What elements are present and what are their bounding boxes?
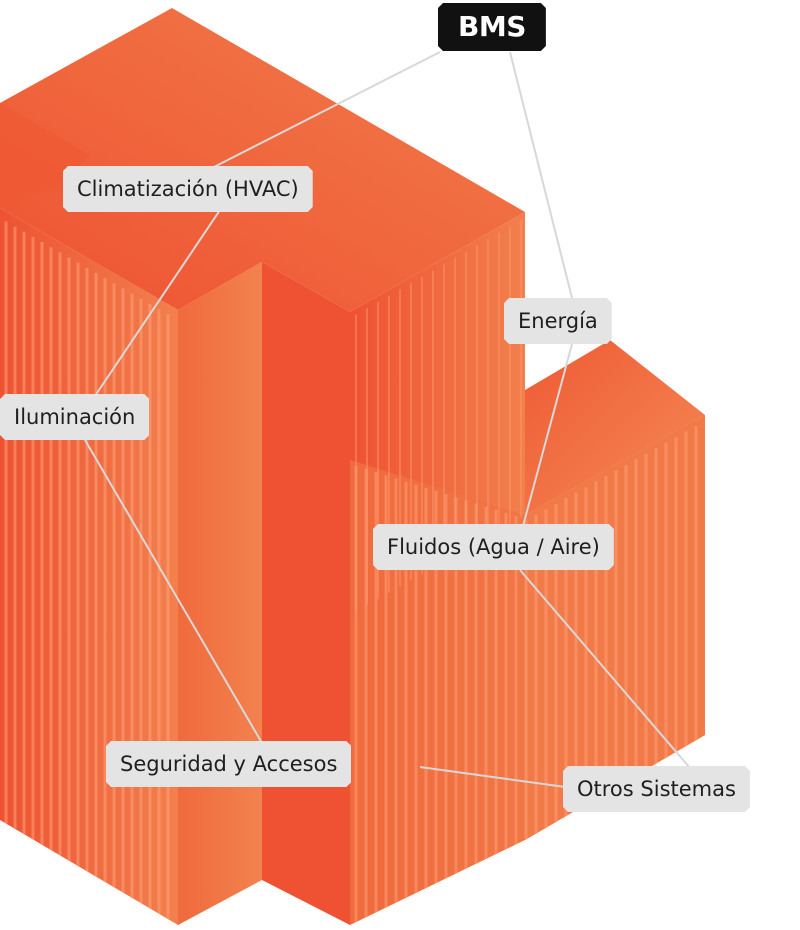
connector-line <box>509 51 573 299</box>
label-seguridad: Seguridad y Accesos <box>106 741 351 787</box>
label-iluminacion: Iluminación <box>0 394 149 440</box>
connector-line <box>522 343 573 527</box>
bms-hub-label: BMS <box>438 3 546 51</box>
facade-stripes <box>4 220 698 923</box>
connector-line <box>94 209 221 397</box>
right-block-roof <box>525 340 705 515</box>
label-hvac: Climatización (HVAC) <box>63 166 313 212</box>
tower-inner-face <box>178 262 262 925</box>
label-energia: Energía <box>504 298 612 344</box>
label-fluidos: Fluidos (Agua / Aire) <box>373 524 614 570</box>
connector-line <box>519 569 691 769</box>
label-otros: Otros Sistemas <box>563 766 750 812</box>
connector-lines <box>84 51 691 788</box>
tower-roof <box>0 8 525 312</box>
connector-line <box>419 766 566 788</box>
tower-column-face <box>262 262 350 925</box>
connector-line <box>211 51 441 169</box>
tower-roof-shadow <box>0 103 90 208</box>
connector-line <box>84 439 263 744</box>
